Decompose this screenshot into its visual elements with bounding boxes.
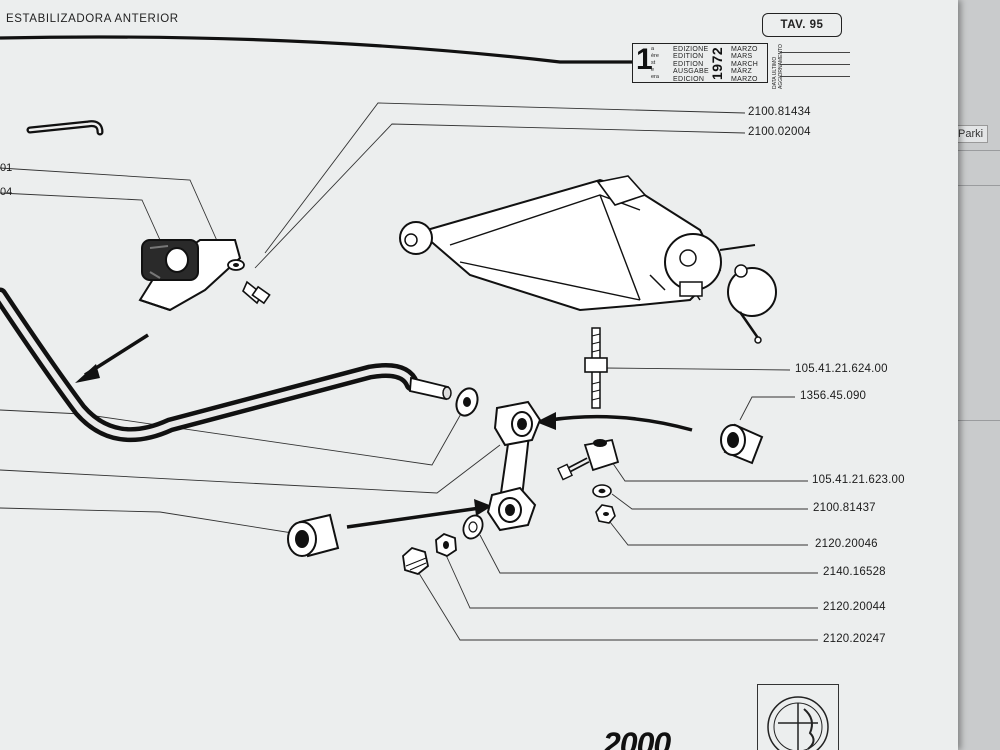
- leader-p10: [416, 569, 818, 641]
- sheet-line: [949, 420, 1000, 421]
- connecting-link: [486, 400, 542, 532]
- part-number-p3: 105.41.21.624.00: [795, 363, 888, 375]
- leader-p9: [445, 554, 818, 609]
- threaded-stud: [584, 327, 608, 409]
- model-logo: 2000: [603, 726, 671, 750]
- stabilizer-bar: [0, 287, 452, 443]
- part-number-p9: 2120.20044: [823, 601, 886, 613]
- bar-bushing-bracket: [138, 239, 271, 312]
- edition-number: 1: [636, 43, 653, 76]
- bar-end-top: [26, 120, 104, 136]
- sheet-line: [949, 150, 1000, 151]
- leader-p3: [603, 367, 791, 371]
- leader-p6: [611, 493, 808, 510]
- control-arm: [399, 175, 777, 344]
- bar-washer: [455, 387, 479, 417]
- part-number-p6: 2100.81437: [813, 502, 876, 514]
- leader-bush: [0, 507, 306, 536]
- part-number-p7: 2120.20046: [815, 538, 878, 550]
- brand-emblem: [757, 684, 839, 750]
- ball-stud: [557, 438, 620, 481]
- leader-p7: [609, 521, 808, 546]
- left-label-04: 04: [0, 186, 13, 198]
- leader-left-01: [0, 167, 219, 244]
- leader-p2: [254, 123, 746, 269]
- header-rule: [0, 35, 632, 64]
- leader-left-04: [0, 192, 161, 241]
- exploded-diagram: [0, 35, 818, 641]
- leader-washer: [0, 409, 463, 466]
- leader-p4: [739, 396, 795, 421]
- page-title: ESTABILIZADORA ANTERIOR: [6, 13, 179, 25]
- part-number-p2: 2100.02004: [748, 126, 811, 138]
- leader-p8: [479, 534, 818, 574]
- leader-lines: [0, 102, 818, 641]
- link-bushing: [720, 423, 764, 465]
- part-number-p4: 1356.45.090: [800, 390, 867, 402]
- washer-nut-right: [592, 484, 616, 524]
- part-number-p10: 2120.20247: [823, 633, 886, 645]
- lower-bushing: [287, 513, 340, 558]
- part-number-p5: 105.41.21.623.00: [812, 474, 905, 486]
- plate-number: TAV. 95: [762, 13, 842, 37]
- left-label-01: 01: [0, 162, 13, 174]
- leader-link: [0, 444, 501, 494]
- sheet-line: [949, 185, 1000, 186]
- side-sheet-label: Parki: [953, 125, 989, 143]
- arrows: [75, 333, 693, 529]
- leader-p1: [264, 102, 746, 254]
- leader-p5: [611, 461, 808, 482]
- part-number-p1: 2100.81434: [748, 106, 811, 118]
- part-number-p8: 2140.16528: [823, 566, 886, 578]
- edition-year: 1972: [709, 46, 725, 80]
- lower-hardware: [402, 514, 484, 576]
- emblem-icon: [767, 696, 829, 750]
